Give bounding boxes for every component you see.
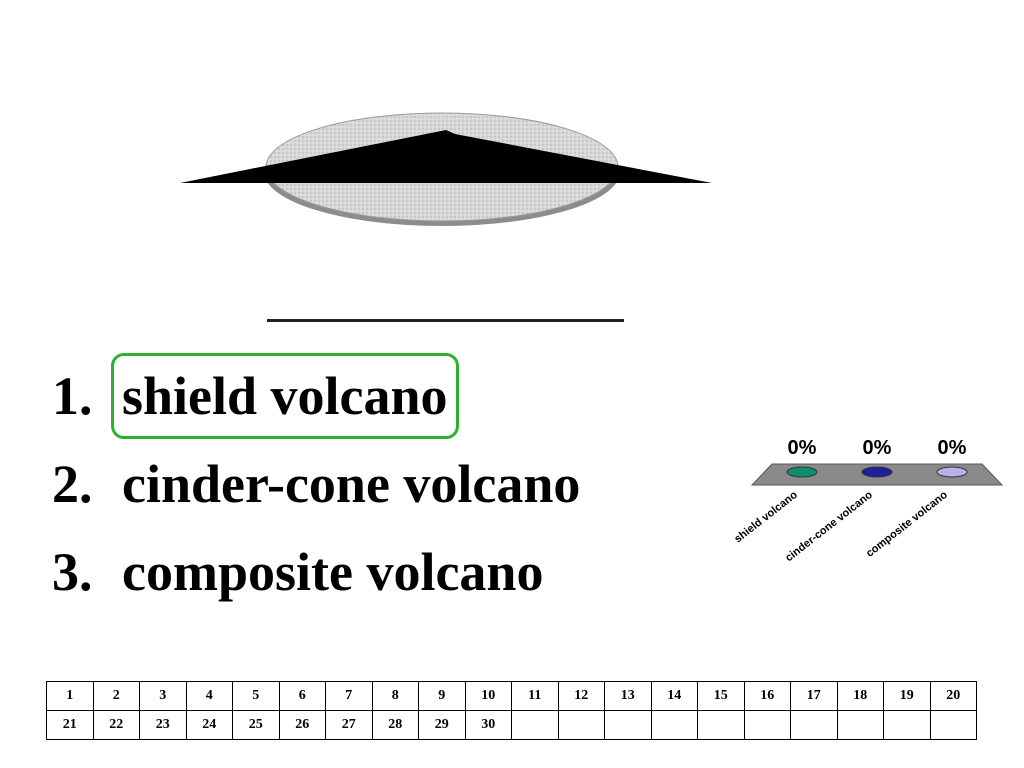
grid-cell [697,710,745,740]
grid-cell: 28 [371,710,419,740]
data-label: 0% [938,437,967,459]
grid-cell: 27 [325,710,373,740]
grid-cell [790,710,838,740]
grid-cell: 1 [46,681,94,711]
grid-cell: 16 [743,681,791,711]
grid-cell: 2 [92,681,140,711]
grid-cell: 4 [185,681,233,711]
grid-cell [511,710,559,740]
choice-label: cinder-cone volcano [122,454,581,514]
grid-cell: 19 [883,681,931,711]
data-label: 0% [863,437,892,459]
grid-cell: 11 [511,681,559,711]
grid-cell [836,710,884,740]
grid-cell [929,710,977,740]
grid-cell: 7 [325,681,373,711]
grid-cell [883,710,931,740]
grid-cell [743,710,791,740]
bar-cinder-cone-volcano [861,466,893,478]
grid-cell: 3 [139,681,187,711]
choice-composite-volcano[interactable]: 3. composite volcano [52,534,580,622]
category-label: shield volcano [732,489,800,546]
choice-number: 3. [52,542,93,602]
grid-cell: 14 [650,681,698,711]
grid-cell: 25 [232,710,280,740]
grid-cell: 6 [278,681,326,711]
grid-cell: 9 [418,681,466,711]
volcano-silhouette [180,130,712,183]
choice-number: 1. [52,366,93,426]
choice-number: 2. [52,454,93,514]
choice-label: shield volcano [111,353,459,439]
grid-cell: 22 [92,710,140,740]
shield-volcano-illustration [180,112,712,226]
grid-cell: 17 [790,681,838,711]
grid-cell: 13 [604,681,652,711]
grid-cell: 26 [278,710,326,740]
bar-shield-volcano [786,466,818,478]
answer-blank-line [267,319,624,322]
answer-choices: 1. shield volcano 2. cinder-cone volcano 3… [52,353,580,622]
grid-cell: 21 [46,710,94,740]
grid-cell: 29 [418,710,466,740]
grid-cell [604,710,652,740]
grid-cell: 5 [232,681,280,711]
grid-cell: 10 [464,681,512,711]
grid-cell: 23 [139,710,187,740]
grid-cell: 18 [836,681,884,711]
grid-cell: 8 [371,681,419,711]
bar-composite-volcano [936,466,968,478]
data-label: 0% [788,437,817,459]
grid-cell: 30 [464,710,512,740]
grid-cell [650,710,698,740]
grid-cell: 24 [185,710,233,740]
grid-cell: 12 [557,681,605,711]
choice-cinder-cone-volcano[interactable]: 2. cinder-cone volcano [52,446,580,534]
grid-cell: 20 [929,681,977,711]
choice-shield-volcano[interactable]: 1. shield volcano [52,353,580,446]
grid-cell: 15 [697,681,745,711]
category-label: composite volcano [864,489,950,560]
choice-label: composite volcano [122,542,544,602]
grid-cell [557,710,605,740]
